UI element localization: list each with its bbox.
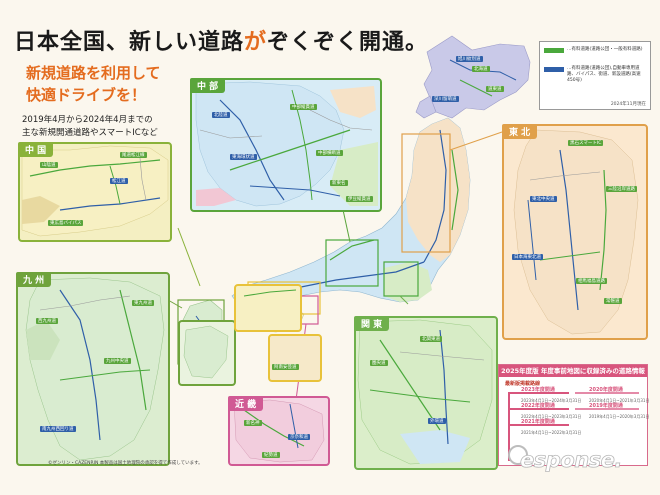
year-2023: 2023年度開通 <box>521 387 555 393</box>
place-label: 東海環状道 <box>230 154 257 160</box>
legend-date: 2024年11月現在 <box>610 102 646 107</box>
info-box-subhead: 最新版掲載路線 <box>505 381 541 387</box>
info-box-title: 2025年度版 年度事前地図に収録済みの道路情報 <box>499 365 647 377</box>
note-2023: 2023年4月1日~2024年3月31日 <box>521 398 582 403</box>
region-tag-tohoku: 東 北 <box>502 124 538 139</box>
place-label: 常磐道 <box>604 298 622 304</box>
logo-ring <box>508 445 528 465</box>
panel-shikoku <box>234 284 302 332</box>
year-2021: 2021年度開通 <box>521 419 555 425</box>
place-label: 北海道 <box>472 66 490 72</box>
place-label: 東北中央道 <box>530 196 557 202</box>
subtitle-line-1: 新規道路を利用して <box>26 64 161 82</box>
central-inset-map <box>180 286 320 384</box>
place-label: 深川留萌道 <box>432 96 459 102</box>
kanto-inset-map <box>356 318 496 468</box>
place-label: 北陸道 <box>212 112 230 118</box>
place-label: 紀勢道 <box>262 452 280 458</box>
place-label: 新東名 <box>330 180 348 186</box>
place-label: 東九州道 <box>132 300 154 306</box>
copyright-text: ©ゼンリン・CAZENRIN 本製品は国土地理院の承認を得て作成しています。 <box>48 461 203 466</box>
page-title: 日本全国、新しい道路がぞくぞく開通。 <box>14 30 429 55</box>
place-label: 道東道 <box>486 86 504 92</box>
panel-central <box>178 320 236 386</box>
year-2019: 2019年度開通 <box>589 403 623 409</box>
legend-swatch-green <box>544 47 564 53</box>
place-label: 松江道 <box>110 178 128 184</box>
place-label: 南九州西回り道 <box>40 426 76 432</box>
region-tag-chugoku: 中 国 <box>18 142 54 157</box>
place-label: 三陸沿岸道路 <box>606 186 637 192</box>
year-2020: 2020年度開通 <box>589 387 623 393</box>
place-label: 山陰道 <box>40 162 58 168</box>
place-label: 圏央道 <box>370 360 388 366</box>
place-label: 東広島バイパス <box>48 220 84 226</box>
region-tag-kanto: 関 東 <box>354 316 390 331</box>
panel-tohoku: 東 北 <box>502 124 648 340</box>
note-2022: 2022年4月1日~2023年3月31日 <box>521 414 582 419</box>
subtitle: 新規道路を利用して 快適ドライブを！ <box>26 62 161 106</box>
response-logo: esponse. <box>520 448 623 473</box>
period-line-2: 主な新規開通道路やスマートICなど <box>22 128 158 138</box>
panel-kyushu: 九 州 <box>16 272 170 466</box>
place-label: 西九州道 <box>36 318 58 324</box>
legend-item: …有料道路(道路公団・一般有料道路) <box>544 47 648 53</box>
map-legend: …有料道路(道路公団・一般有料道路) …有料道路(道路公団),自動車専用道路、バ… <box>539 41 651 110</box>
place-label: 京奈和道 <box>288 434 310 440</box>
panel-chubu: 中 部 <box>190 78 382 212</box>
panel-kansai-mid <box>268 334 322 382</box>
region-tag-kinki: 近 畿 <box>228 396 264 411</box>
subtitle-line-2: 快適ドライブを！ <box>26 86 147 104</box>
legend-label: …有料道路(道路公団),自動車専用道路、バイパス、街道、新設道路(高速450号) <box>567 66 641 83</box>
period-note: 2019年4月から2024年4月までの 主な新規開通道路やスマートICなど <box>22 114 158 140</box>
legend-swatch-blue <box>544 66 564 72</box>
place-label: 相馬福島道路 <box>576 278 607 284</box>
place-label: 旭川紋別道 <box>456 56 483 62</box>
place-label: 黒石スマートIC <box>568 140 604 146</box>
year-diagram <box>508 392 639 461</box>
place-label: 中部横断道 <box>316 150 343 156</box>
region-tag-chubu: 中 部 <box>190 78 226 93</box>
region-tag-kyushu: 九 州 <box>16 272 52 287</box>
place-label: 九州中央道 <box>104 358 131 364</box>
panel-kanto: 関 東 <box>354 316 498 470</box>
panel-chugoku: 中 国 <box>18 142 172 242</box>
note-2019: 2019年4月1日~2020年3月31日 <box>589 414 650 419</box>
place-label: 日本海東北道 <box>512 254 543 260</box>
place-label: 阿南安芸道 <box>272 364 299 370</box>
place-label: 外環道 <box>428 418 446 424</box>
period-line-1: 2019年4月から2024年4月までの <box>22 115 153 125</box>
tohoku-inset-map <box>504 126 646 338</box>
year-2022: 2022年度開通 <box>521 403 555 409</box>
place-label: 伊豆縦貫道 <box>346 196 373 202</box>
place-label: 新名神 <box>244 420 262 426</box>
title-highlight: が <box>244 30 268 55</box>
place-label: 尾道松江線 <box>120 152 147 158</box>
chubu-inset-map <box>192 80 380 210</box>
chugoku-inset-map <box>20 144 170 240</box>
place-label: 北関東道 <box>420 336 442 342</box>
note-2021: 2021年4月1日~2022年3月31日 <box>521 430 582 435</box>
place-label: 中部縦貫道 <box>290 104 317 110</box>
legend-label: …有料道路(道路公団・一般有料道路) <box>567 47 643 52</box>
legend-item: …有料道路(道路公団),自動車専用道路、バイパス、街道、新設道路(高速450号) <box>544 66 648 84</box>
note-2020: 2020年4月1日~2021年3月31日 <box>589 398 650 403</box>
panel-kinki: 近 畿 <box>228 396 330 466</box>
